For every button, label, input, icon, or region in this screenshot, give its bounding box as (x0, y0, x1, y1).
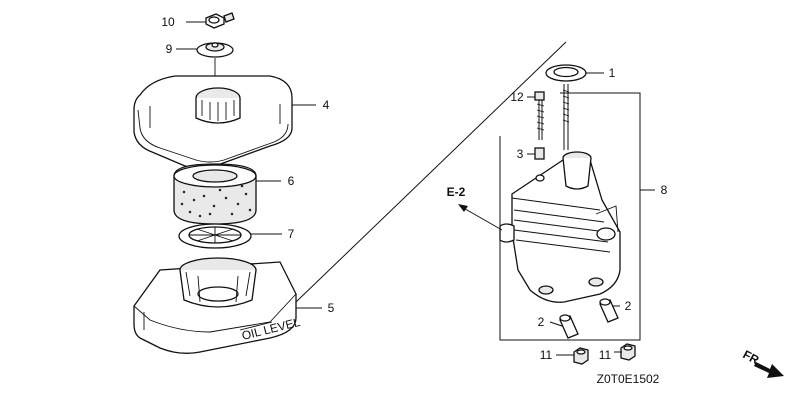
reference-arrow (458, 204, 503, 231)
bracket-group-8 (499, 92, 655, 341)
air-cleaner-cover-part (133, 75, 293, 168)
diagram-code: Z0T0E1502 (597, 372, 660, 386)
part-label-2-left: 2 (538, 315, 545, 329)
tube-part-left (559, 314, 579, 339)
front-arrow-icon (754, 362, 784, 378)
bolt-part (534, 91, 545, 140)
part-label-4: 4 (323, 98, 330, 112)
stud-part (562, 84, 570, 150)
part-label-7: 7 (288, 227, 295, 241)
front-direction-indicator: FR. (741, 347, 784, 378)
nut-part-right (620, 343, 636, 361)
part-label-12: 12 (510, 90, 524, 104)
part-label-5: 5 (328, 301, 335, 315)
separator-line (295, 41, 567, 303)
part-label-9: 9 (166, 42, 173, 56)
filter-grid-part (178, 223, 252, 249)
air-cleaner-case-part: OIL LEVEL (133, 257, 302, 354)
tube-part-right (599, 298, 619, 323)
part-label-6: 6 (288, 174, 295, 188)
part-label-1: 1 (609, 66, 616, 80)
wing-nut-part (205, 12, 235, 29)
foam-element-part (173, 163, 257, 225)
part-label-10: 10 (161, 15, 175, 29)
air-cleaner-elbow-part (499, 151, 621, 303)
seal-washer-part (196, 42, 234, 58)
nut-part-left (573, 347, 589, 365)
part-label-3: 3 (517, 147, 524, 161)
part-label-11-left: 11 (540, 348, 553, 362)
part-label-2-right: 2 (625, 299, 632, 313)
gasket-part (545, 64, 587, 82)
collar-part (534, 147, 545, 160)
reference-label: E-2 (447, 185, 466, 199)
part-label-11-right: 11 (599, 348, 612, 362)
part-label-8: 8 (661, 183, 668, 197)
leader-lines (176, 21, 622, 356)
